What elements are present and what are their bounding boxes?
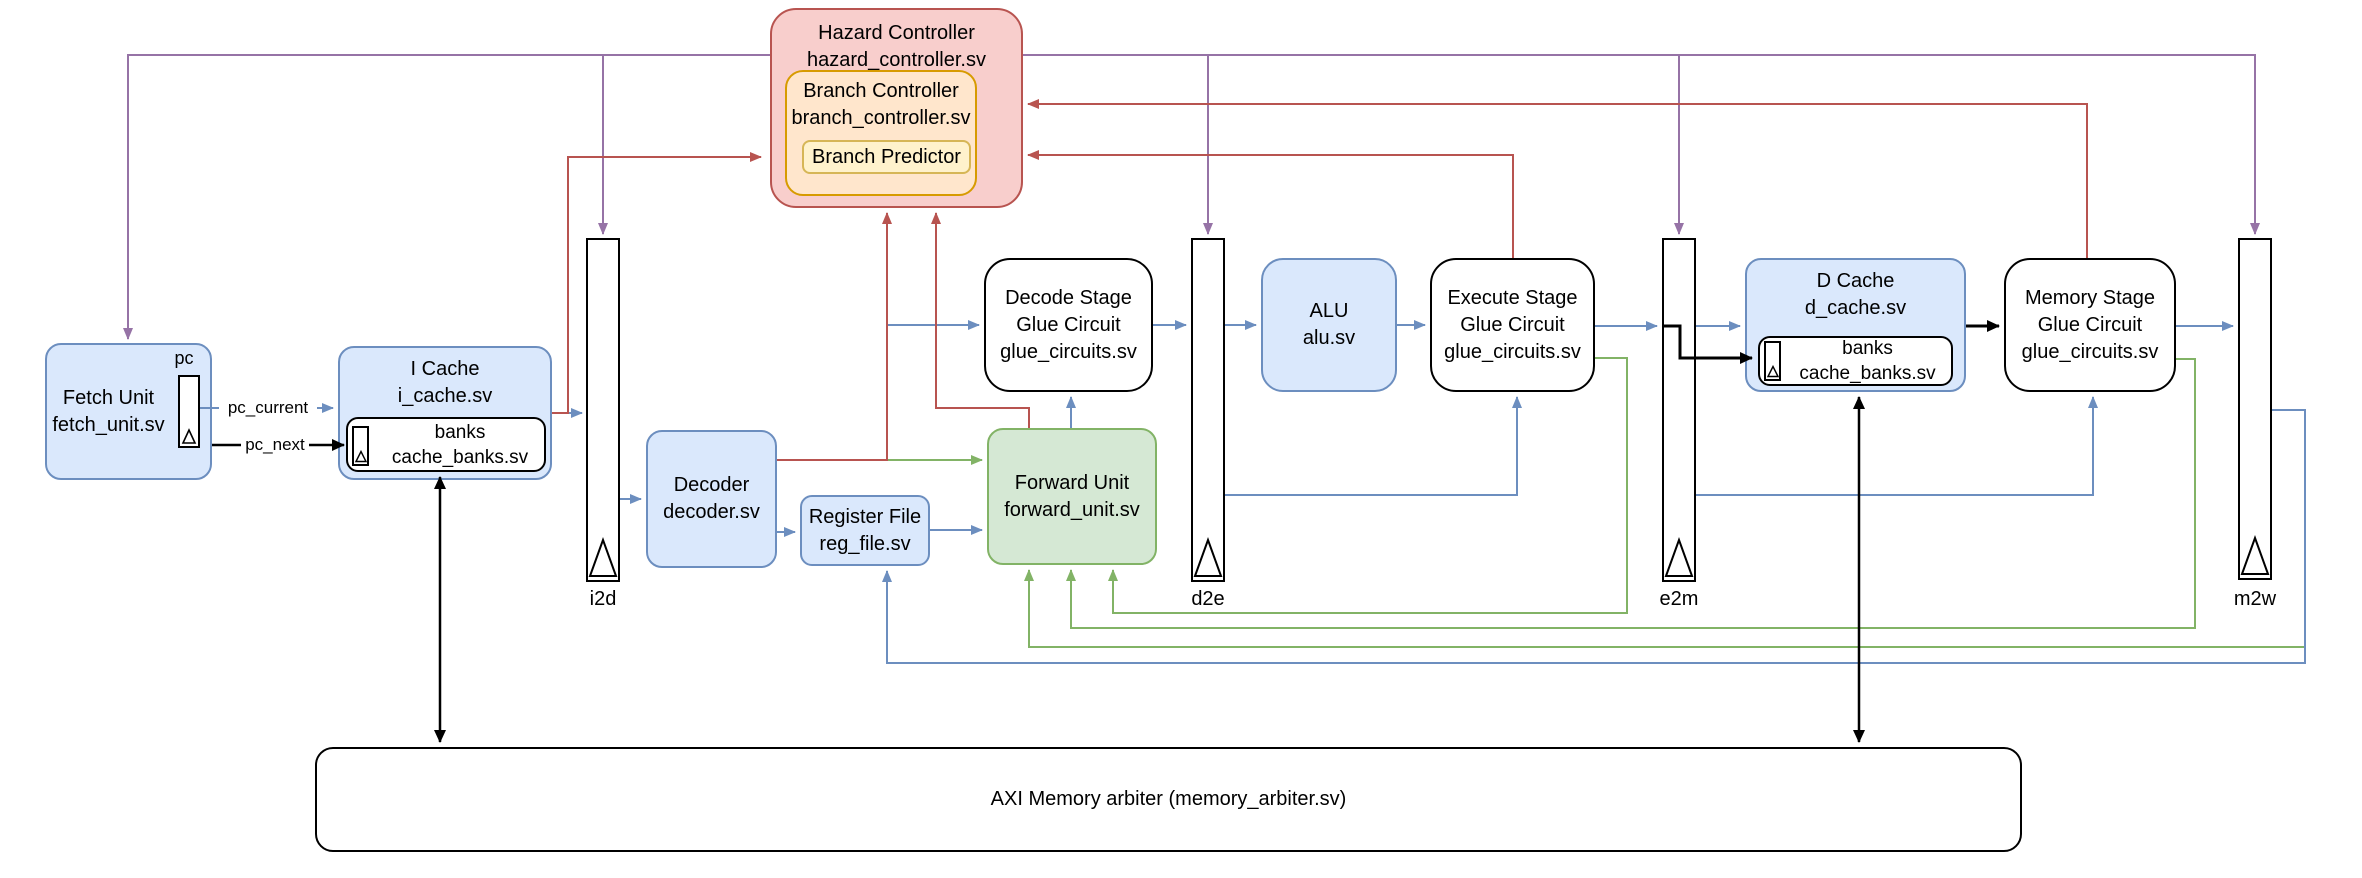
branch-predictor-box: Branch Predictor xyxy=(802,140,971,174)
pipeline-register-e2m xyxy=(1662,238,1696,582)
icache-file: i_cache.sv xyxy=(397,385,493,407)
dcache-banks-box: banks cache_banks.sv xyxy=(1758,336,1953,386)
execute-glue-box: Execute Stage Glue Circuit glue_circuits… xyxy=(1430,258,1595,392)
forward-unit-box: Forward Unit forward_unit.sv xyxy=(987,428,1157,565)
clock-triangle-icon xyxy=(2240,535,2270,575)
clock-triangle-icon xyxy=(1664,537,1694,577)
edge-d2e-to-executeglue xyxy=(1225,396,1522,496)
i2d-label: i2d xyxy=(589,588,617,610)
dcache-banks-title: banks xyxy=(1842,338,1893,359)
dcache-file: d_cache.sv xyxy=(1804,297,1907,319)
clock-triangle-icon xyxy=(181,428,197,444)
edge-icache-to-hazard xyxy=(552,152,762,414)
decode-glue-line2: Glue Circuit xyxy=(1016,313,1121,336)
memory-glue-line1: Memory Stage xyxy=(2024,286,2156,309)
alu-title: ALU xyxy=(1309,300,1349,322)
decode-glue-line1: Decode Stage xyxy=(1005,286,1132,309)
decode-glue-box: Decode Stage Glue Circuit glue_circuits.… xyxy=(984,258,1153,392)
d2e-label: d2e xyxy=(1191,588,1225,610)
forward-title: Forward Unit xyxy=(1014,471,1130,494)
edge-hazard-to-fetch xyxy=(123,54,770,340)
e2m-label: e2m xyxy=(1659,588,1699,610)
execute-glue-file: glue_circuits.sv xyxy=(1444,340,1581,363)
decoder-file: decoder.sv xyxy=(663,501,760,523)
icache-banks-box: banks cache_banks.sv xyxy=(346,417,546,472)
m2w-label: m2w xyxy=(2233,588,2277,610)
dcache-title: D Cache xyxy=(1816,270,1895,292)
branch-predictor-title: Branch Predictor xyxy=(812,145,961,168)
pc-next-label: pc_next xyxy=(241,434,309,456)
pc-register xyxy=(178,375,200,448)
pc-current-label: pc_current xyxy=(219,397,317,419)
edge-e2m-to-memoryglue xyxy=(1696,396,2098,496)
regfile-file: reg_file.sv xyxy=(819,532,911,555)
branch-controller-box: Branch Controller branch_controller.sv xyxy=(785,70,977,196)
alu-box: ALU alu.sv xyxy=(1261,258,1397,392)
dcache-banks-register xyxy=(1764,341,1781,381)
decoder-box: Decoder decoder.sv xyxy=(646,430,777,568)
pipeline-register-m2w xyxy=(2238,238,2272,580)
branch-controller-title: Branch Controller xyxy=(803,80,959,102)
icache-banks-register xyxy=(352,426,369,466)
clock-triangle-icon xyxy=(588,537,618,577)
forward-file: forward_unit.sv xyxy=(1004,498,1140,521)
memory-glue-line2: Glue Circuit xyxy=(2037,313,2143,336)
execute-glue-line1: Execute Stage xyxy=(1447,286,1578,309)
edge-executeglue-to-branchpredictor xyxy=(1027,150,1514,258)
hazard-title: Hazard Controller xyxy=(818,22,975,44)
pipeline-register-d2e xyxy=(1191,238,1225,582)
pipeline-register-i2d xyxy=(586,238,620,582)
axi-arbiter-box: AXI Memory arbiter (memory_arbiter.sv) xyxy=(315,747,2022,852)
decoder-title: Decoder xyxy=(673,474,750,496)
decode-glue-file: glue_circuits.sv xyxy=(1000,340,1137,363)
alu-file: alu.sv xyxy=(1302,327,1356,349)
clock-triangle-icon xyxy=(1193,537,1223,577)
edge-memoryglue-to-branchcontroller xyxy=(1027,99,2088,258)
pc-register-label: pc xyxy=(174,348,194,368)
branch-controller-file: branch_controller.sv xyxy=(791,107,971,129)
execute-glue-line2: Glue Circuit xyxy=(1460,313,1565,336)
axi-arbiter-label: AXI Memory arbiter (memory_arbiter.sv) xyxy=(990,788,1347,810)
clock-triangle-icon xyxy=(354,450,367,463)
memory-glue-box: Memory Stage Glue Circuit glue_circuits.… xyxy=(2004,258,2176,392)
icache-banks-title: banks xyxy=(434,421,486,443)
regfile-title: Register File xyxy=(808,505,922,528)
clock-triangle-icon xyxy=(1766,365,1779,378)
edge-hazard-right-trunk-to-m2w xyxy=(1023,54,2260,235)
icache-title: I Cache xyxy=(410,358,480,380)
icache-banks-file: cache_banks.sv xyxy=(391,446,529,468)
edge-memoryglue-to-forward xyxy=(1066,358,2196,629)
hazard-file: hazard_controller.sv xyxy=(807,49,986,71)
dcache-banks-file: cache_banks.sv xyxy=(1799,363,1936,384)
fetch-title: Fetch Unit xyxy=(62,386,155,409)
edge-decoder-to-hazard xyxy=(777,212,892,461)
fetch-file: fetch_unit.sv xyxy=(52,413,165,436)
memory-glue-file: glue_circuits.sv xyxy=(2021,340,2159,363)
register-file-box: Register File reg_file.sv xyxy=(800,495,930,566)
